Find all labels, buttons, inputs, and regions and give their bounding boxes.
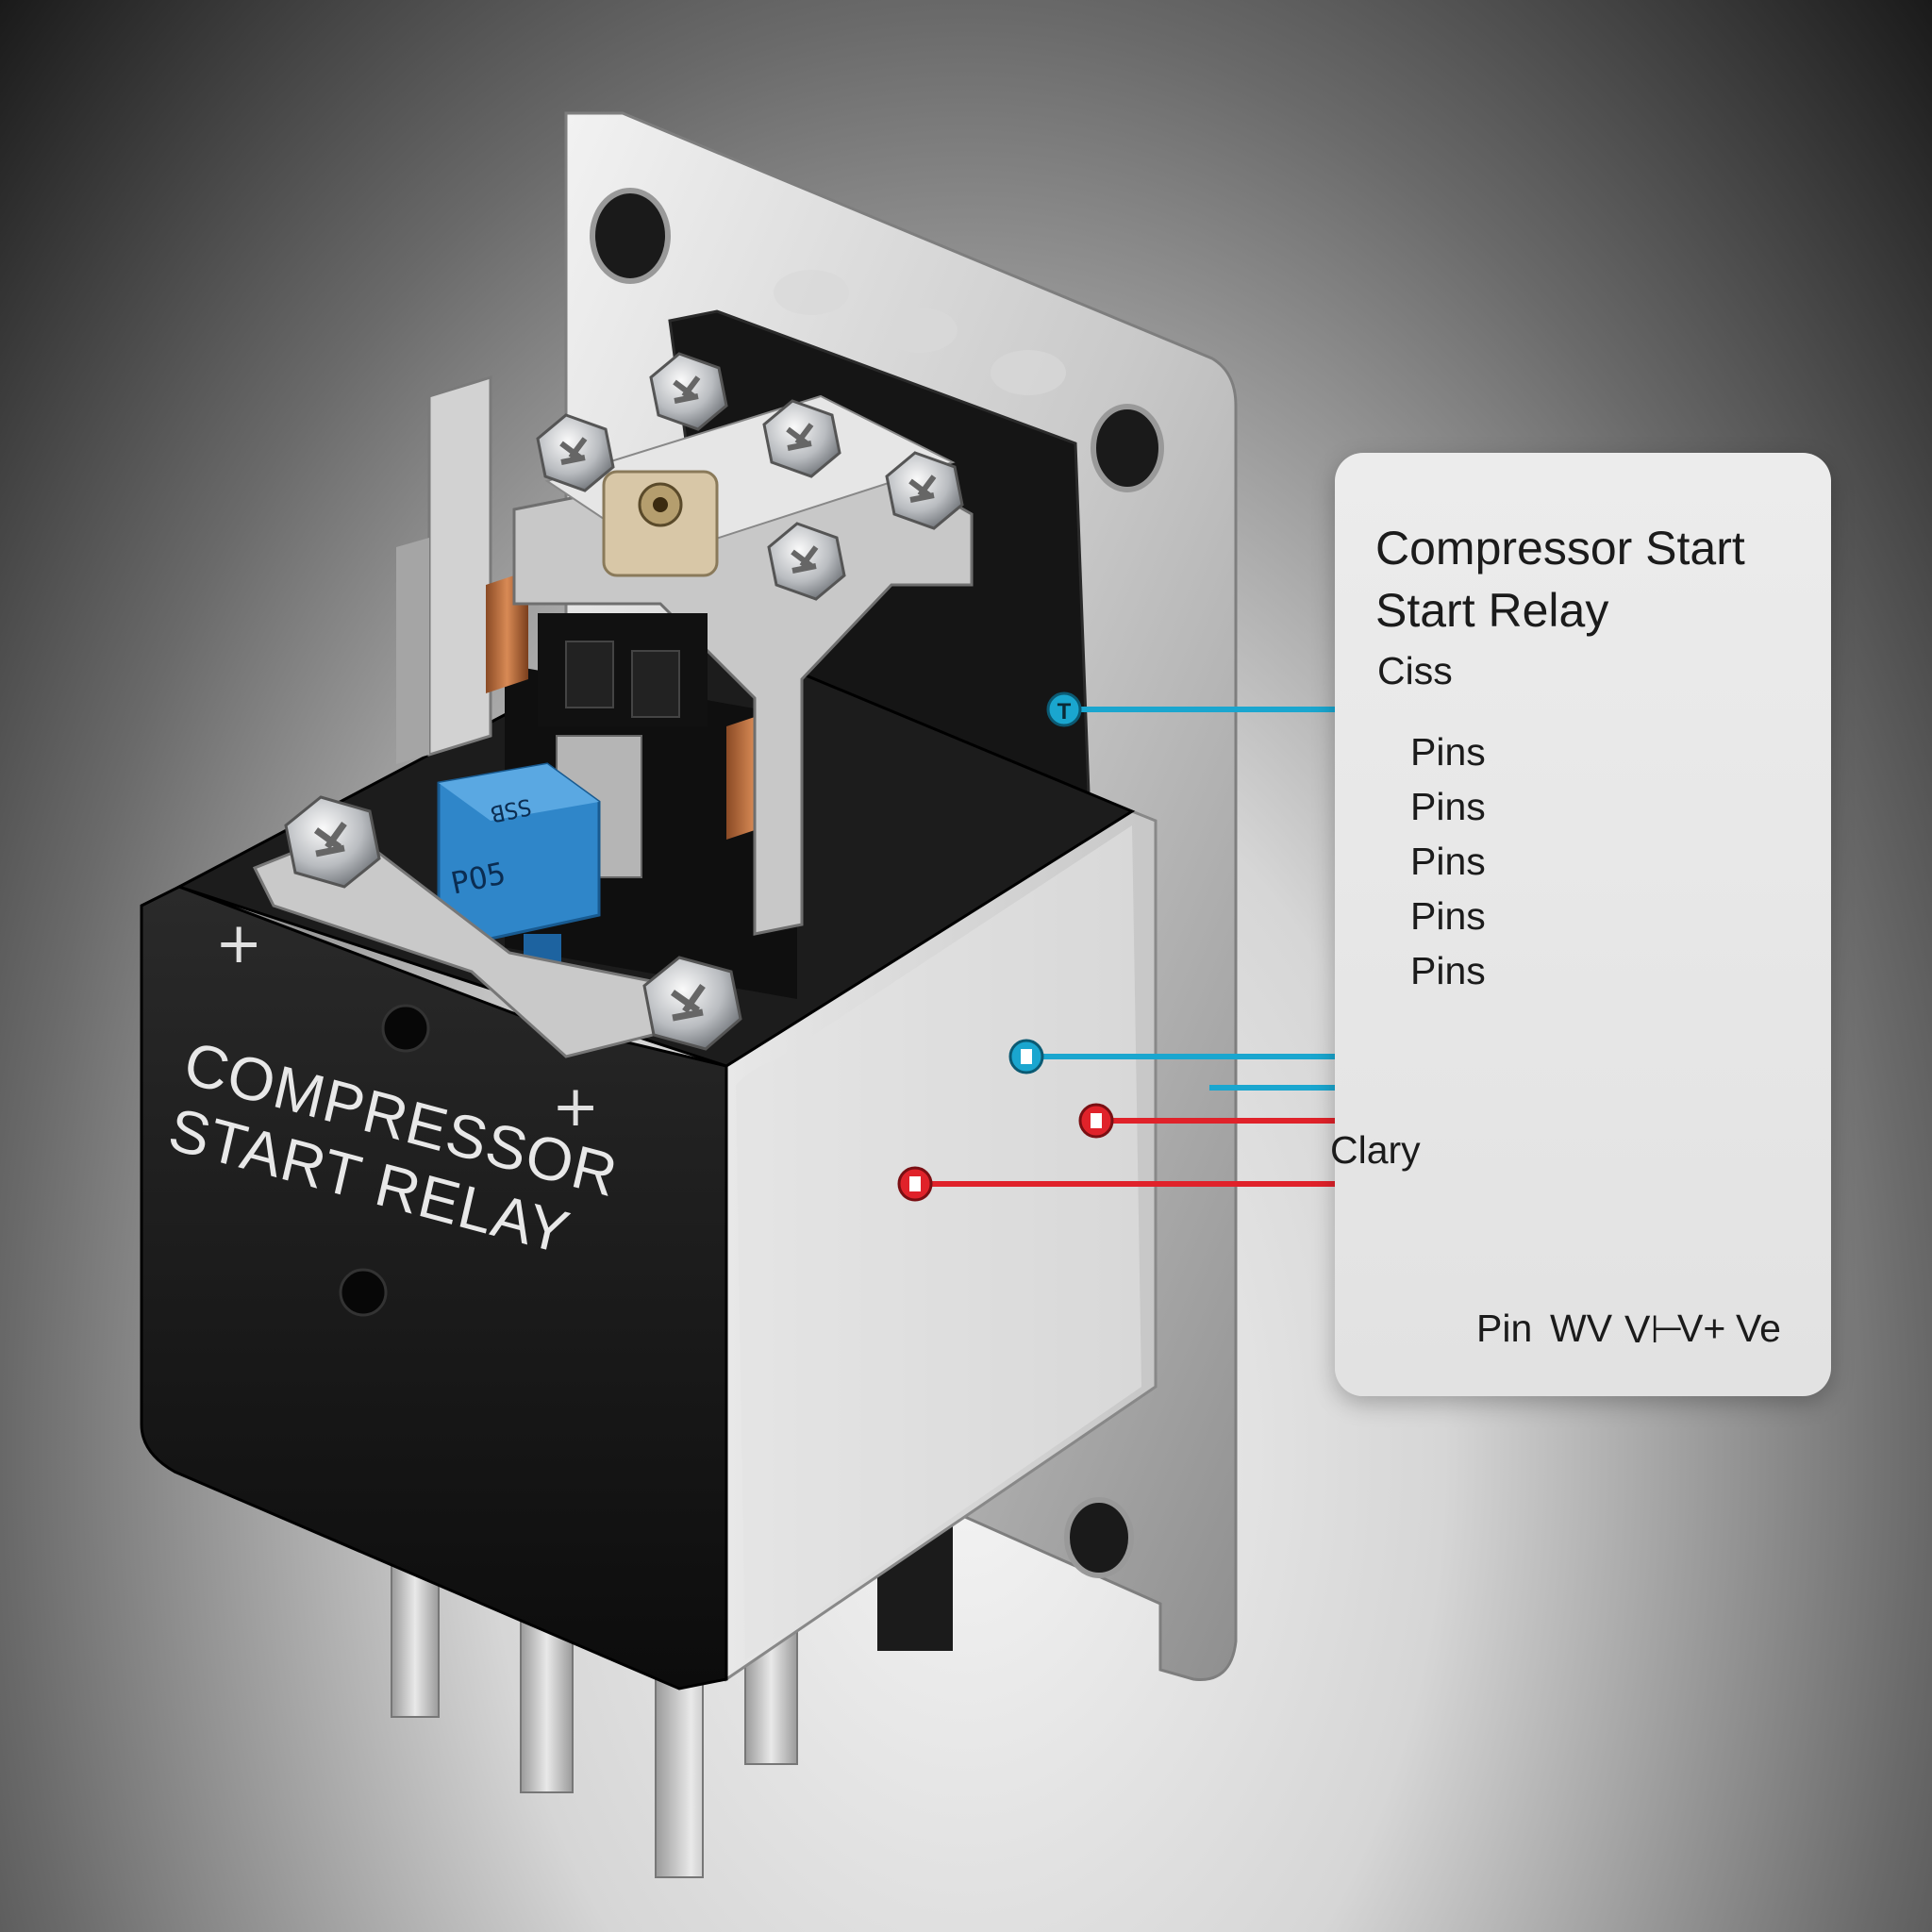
wiring-label-panel bbox=[1335, 453, 1831, 1396]
screw-upper-left bbox=[536, 413, 615, 492]
bottom-label-pin: Pin bbox=[1476, 1307, 1533, 1350]
mount-hole-top bbox=[590, 188, 671, 284]
case-hole-top bbox=[381, 1004, 430, 1053]
mount-hole-bottom bbox=[1064, 1497, 1134, 1578]
bottom-label-v-plus: V+ bbox=[1677, 1307, 1726, 1350]
callout-markers: T bbox=[897, 691, 1114, 1202]
screw-front-left bbox=[284, 795, 381, 889]
svg-text:T: T bbox=[1058, 699, 1072, 724]
label-pins-4: Pins bbox=[1410, 894, 1486, 938]
label-pins-2: Pins bbox=[1410, 785, 1486, 828]
label-pins-3: Pins bbox=[1410, 840, 1486, 883]
screw-top bbox=[649, 352, 728, 431]
marker-blue-t bbox=[1046, 691, 1082, 727]
plus-sign-left: + bbox=[215, 910, 263, 976]
wiring-title-line-2: Start Relay bbox=[1375, 584, 1609, 637]
bottom-label-ve: Ve bbox=[1736, 1307, 1781, 1350]
screw-center bbox=[767, 522, 846, 601]
screw-upper-right bbox=[885, 451, 964, 530]
label-pins-5: Pins bbox=[1410, 949, 1486, 992]
screw-upper-mid bbox=[762, 399, 841, 478]
label-ciss: Ciss bbox=[1377, 649, 1453, 692]
screw-front-right bbox=[642, 956, 742, 1051]
screws bbox=[284, 352, 964, 1051]
label-clary: Clary bbox=[1330, 1128, 1421, 1172]
bottom-label-v-bar: V⊢ bbox=[1624, 1307, 1685, 1351]
wiring-title-line-1: Compressor Start bbox=[1375, 522, 1745, 575]
mount-hole-right bbox=[1091, 404, 1164, 492]
bottom-label-wv: WV bbox=[1550, 1307, 1613, 1350]
case-hole-bottom bbox=[339, 1268, 388, 1317]
plus-sign-right: + bbox=[552, 1074, 600, 1140]
label-pins-1: Pins bbox=[1410, 730, 1486, 774]
